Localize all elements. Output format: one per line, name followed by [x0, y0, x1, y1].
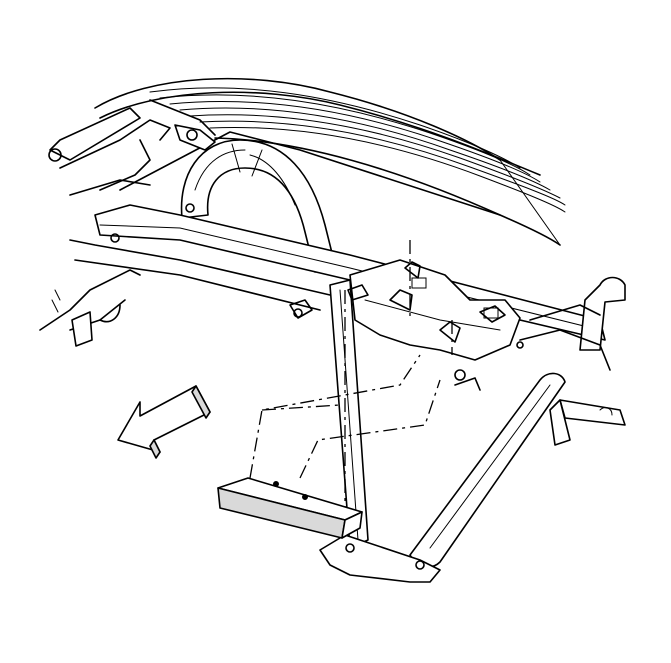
dash-panel	[94, 77, 566, 246]
removed-panel-outline	[249, 290, 441, 510]
left-hinge-bracket	[48, 99, 216, 196]
fasteners	[289, 284, 524, 391]
vertical-support-post	[329, 279, 369, 549]
center-mount-plate	[349, 240, 521, 361]
diagonal-brace	[409, 372, 566, 568]
right-bracket-tube	[519, 276, 626, 446]
foot-plate	[319, 534, 441, 583]
insulator-block	[217, 477, 363, 539]
left-lower-mount	[39, 269, 141, 347]
front-direction-arrow-icon	[117, 385, 211, 459]
